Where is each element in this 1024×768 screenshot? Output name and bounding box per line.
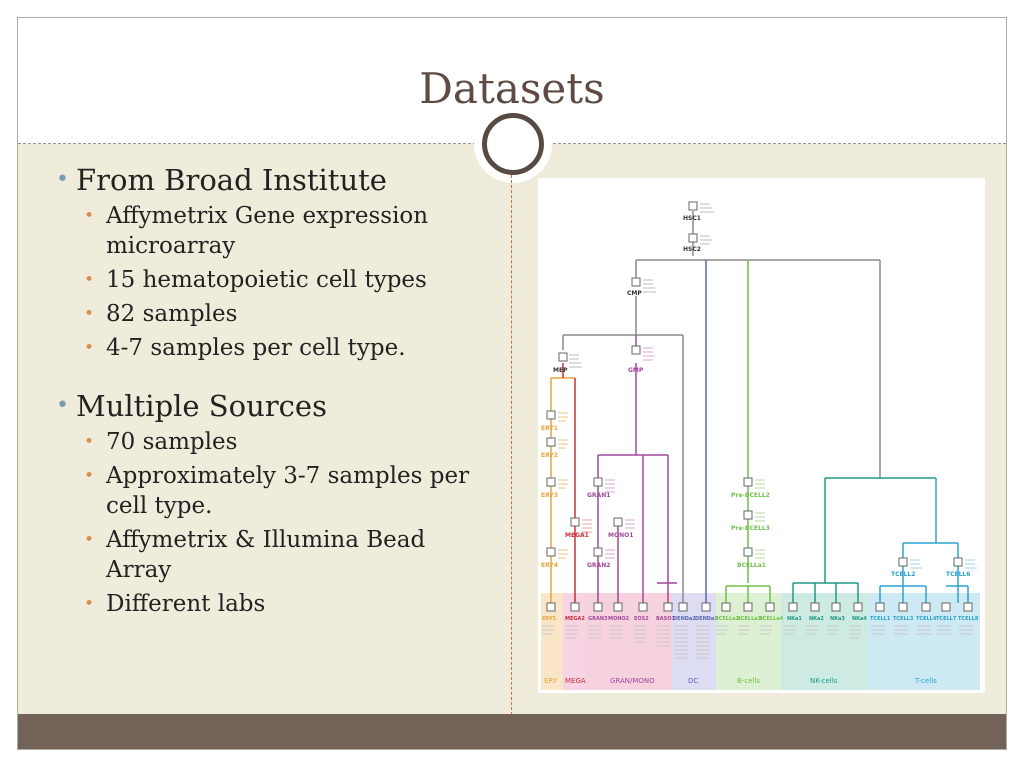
node-label-prebcell2: Pre-BCELL2 (731, 492, 770, 499)
bullet-item: 15 hematopoietic cell types (56, 265, 476, 295)
leaf-label-ery5: ERY5 (542, 616, 557, 622)
divider-ornament-circle (482, 113, 544, 175)
leaf-label-nka1: NKa1 (787, 616, 802, 622)
node-label-hsc2: HSC2 (683, 246, 701, 253)
leaf-label-denda1: DENDa1 (695, 616, 718, 622)
bullet-item: Approximately 3-7 samples per cell type. (56, 461, 476, 521)
leaf-label-tcell8: TCELL8 (958, 616, 979, 622)
slide-title: Datasets (419, 64, 605, 113)
hematopoiesis-lineage-diagram: HSC1 HSC2 CMP MEP GMP ERY1 ERY2 ERY3 ERY… (538, 178, 985, 693)
node-label-mega1: MEGA1 (565, 532, 589, 539)
leaf-label-tcell4: TCELL4 (916, 616, 937, 622)
leaf-label-denda2: DENDa2 (673, 616, 696, 622)
group-label-mega: MEGA (565, 677, 586, 685)
node-label-tcell6: TCELL6 (946, 571, 970, 578)
nk-branch (792, 477, 936, 603)
group-label-ery: ERY (544, 677, 558, 685)
leaf-label-bcella4: BCELLa4 (759, 616, 784, 622)
node-label-tcell2: TCELL2 (891, 571, 915, 578)
bullet-item: 4-7 samples per cell type. (56, 333, 476, 363)
root-branches (562, 211, 881, 603)
group-band-ery (541, 593, 563, 690)
group-label-gran-mono: GRAN/MONO (610, 677, 655, 685)
mega-branch (562, 363, 576, 603)
node-label-ery2: ERY2 (541, 452, 558, 459)
leaf-label-nka2: NKa2 (809, 616, 824, 622)
group-band-mega (563, 593, 585, 690)
bullet-item: 82 samples (56, 299, 476, 329)
slide: Datasets From Broad Institute Affymetrix… (17, 17, 1007, 750)
lineage-tree-svg: HSC1 HSC2 CMP MEP GMP ERY1 ERY2 ERY3 ERY… (541, 201, 980, 690)
node-label-gran1: GRAN1 (587, 492, 610, 499)
leaf-label-nka3: NKa3 (830, 616, 845, 622)
node-label-gmp: GMP (628, 367, 644, 374)
node-label-hsc1: HSC1 (683, 215, 701, 222)
leaf-label-gran3: GRAN3 (588, 616, 608, 622)
bullet-item: Affymetrix Gene expression microarray (56, 201, 476, 261)
bullet-heading-broad: From Broad Institute (56, 163, 476, 197)
leaf-label-eos2: EOS2 (634, 616, 649, 622)
node-label-prebcell3: Pre-BCELL3 (731, 525, 770, 532)
column-divider (511, 175, 512, 715)
node-label-bcell1: BCELLa1 (737, 562, 766, 569)
b-branch (725, 260, 771, 603)
footer-bar (18, 714, 1006, 749)
bullet-item: Different labs (56, 589, 476, 619)
leaf-label-baso1: BASO1 (656, 616, 676, 622)
leaf-node-boxes (546, 602, 973, 612)
bullet-item: Affymetrix & Illumina Bead Array (56, 525, 476, 585)
group-label-dc: DC (688, 677, 698, 685)
group-labels: ERY MEGA GRAN/MONO DC B-cells NK-cells T… (544, 677, 937, 685)
leaf-label-tcell7: TCELL7 (936, 616, 957, 622)
leaf-label-bcella2: BCELLa2 (715, 616, 740, 622)
bullet-heading-multiple-sources: Multiple Sources (56, 389, 476, 423)
group-label-nk-cells: NK-cells (810, 677, 838, 685)
leaf-label-nka4: NKa4 (852, 616, 867, 622)
leaf-label-bcella3: BCELLa3 (737, 616, 762, 622)
bullet-item: 70 samples (56, 427, 476, 457)
leaf-label-tcell1: TCELL1 (870, 616, 891, 622)
bullet-list: From Broad Institute Affymetrix Gene exp… (56, 163, 476, 619)
group-label-t-cells: T-cells (914, 677, 937, 685)
leaf-labels: ERY5 MEGA2 GRAN3 MONO2 EOS2 BASO1 DENDa2… (542, 616, 979, 622)
t-branch (879, 478, 969, 603)
leaf-label-mega2: MEGA2 (565, 616, 585, 622)
leaf-label-mono2: MONO2 (608, 616, 630, 622)
surface-marker-strokes (542, 203, 977, 659)
leaf-label-tcell3: TCELL3 (893, 616, 914, 622)
node-label-ery3: ERY3 (541, 492, 558, 499)
internal-node-boxes (546, 201, 963, 567)
node-label-gran2: GRAN2 (587, 562, 610, 569)
group-label-b-cells: B-cells (737, 677, 760, 685)
node-label-mono1: MONO1 (608, 532, 633, 539)
internal-node-labels: HSC1 HSC2 CMP MEP GMP ERY1 ERY2 ERY3 ERY… (541, 215, 970, 578)
node-label-ery4: ERY4 (541, 562, 558, 569)
node-label-mep: MEP (553, 367, 568, 374)
node-label-cmp: CMP (627, 290, 642, 297)
node-label-ery1: ERY1 (541, 425, 558, 432)
